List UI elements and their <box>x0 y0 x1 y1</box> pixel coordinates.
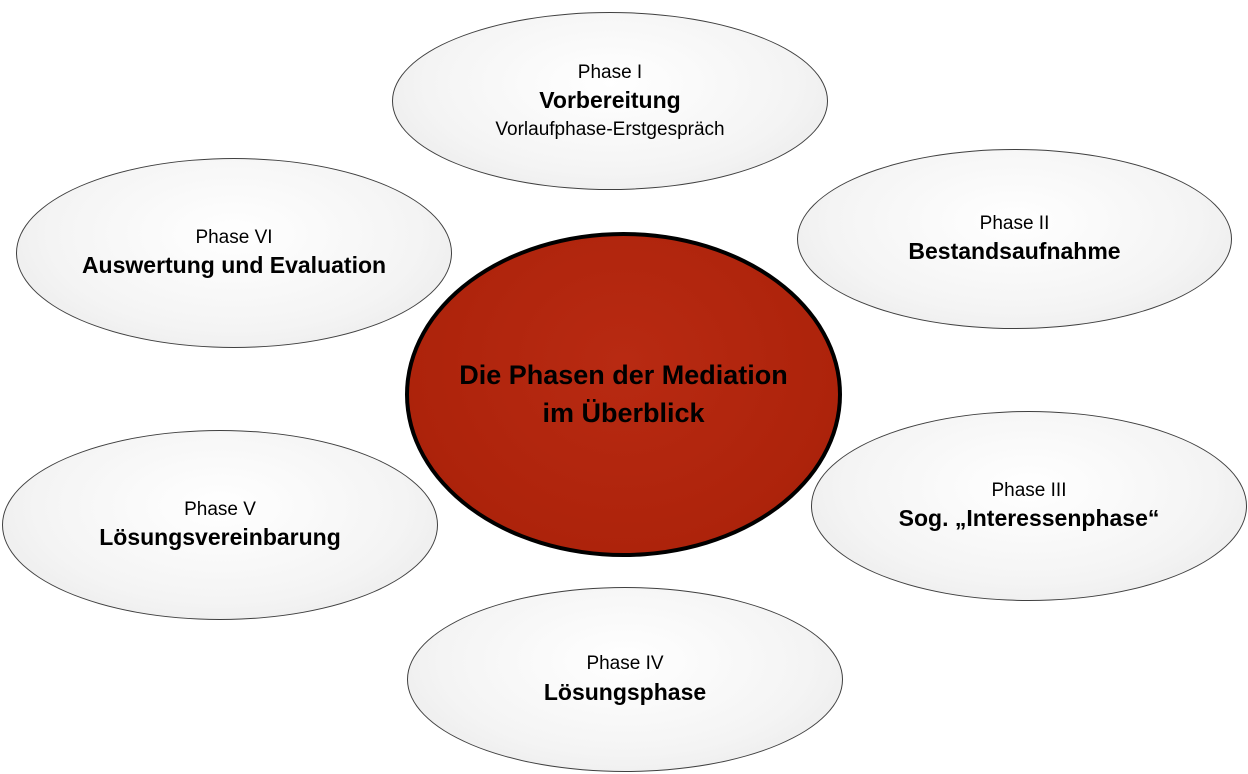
phase-4-label: Phase IV <box>586 653 664 675</box>
phase-3-name: Sog. „Interessenphase“ <box>898 505 1160 532</box>
center-node: Die Phasen der Mediation im Überblick <box>405 232 842 557</box>
phase-5-label: Phase V <box>184 498 256 520</box>
center-title-line-1: Die Phasen der Mediation <box>459 359 788 390</box>
phase-1-name: Vorbereitung <box>539 87 681 114</box>
phase-6-label: Phase VI <box>195 226 273 248</box>
phase-1-label: Phase I <box>577 61 643 83</box>
phase-1-node: Phase I Vorbereitung Vorlaufphase-Erstge… <box>392 12 828 190</box>
phase-4-name: Lösungsphase <box>543 678 707 705</box>
phase-2-label: Phase II <box>979 212 1050 234</box>
center-title-line-2: im Überblick <box>542 397 705 428</box>
phase-2-name: Bestandsaufnahme <box>908 238 1121 265</box>
phase-2-node: Phase II Bestandsaufnahme <box>797 149 1232 329</box>
phase-6-node: Phase VI Auswertung und Evaluation <box>16 158 452 348</box>
phase-1-subtitle: Vorlaufphase-Erstgespräch <box>495 118 725 140</box>
phase-3-label: Phase III <box>991 479 1067 501</box>
phase-4-node: Phase IV Lösungsphase <box>407 587 843 772</box>
phase-3-node: Phase III Sog. „Interessenphase“ <box>811 411 1247 601</box>
phase-5-node: Phase V Lösungsvereinbarung <box>2 430 438 620</box>
phase-5-name: Lösungsvereinbarung <box>99 524 341 551</box>
phase-6-name: Auswertung und Evaluation <box>81 252 387 279</box>
